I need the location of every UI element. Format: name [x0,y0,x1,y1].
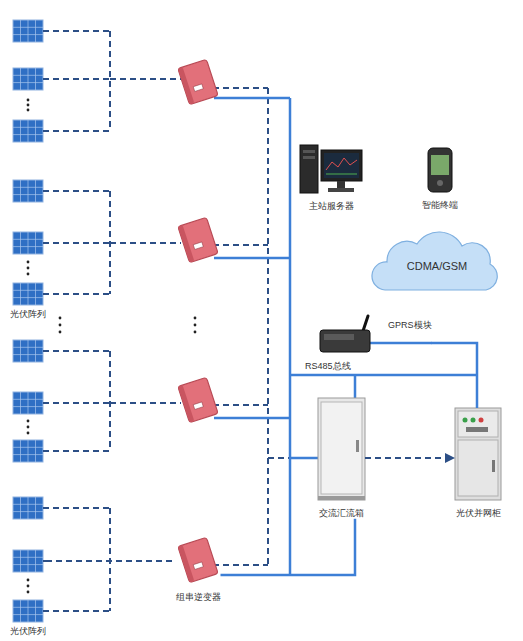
node-label: 组串逆变器 [176,592,221,603]
gprs-icon [320,316,370,352]
bus-label-text: RS485总线 [304,361,352,372]
ellipsis-dots [27,99,197,594]
cabinet-icon [455,408,501,500]
cloud-node: CDMA/GSM [372,236,502,298]
wire-connector [365,457,454,459]
node-label: 交流汇流箱 [319,508,364,519]
inverter-icons [178,59,218,582]
node-label: 主站服务器 [309,201,354,212]
gprs-node: GPRS模块 [320,316,432,352]
server-node: 主站服务器 [300,143,362,212]
node-label: 智能终端 [422,200,458,211]
server-icon [300,145,362,193]
pv-array-node: 光伏阵列 [10,180,46,320]
wire-connector [221,519,356,575]
node-label: 光伏阵列 [10,626,46,637]
cabinet-node: 光伏并网柜 [455,408,501,519]
terminal-node: 智能终端 [422,148,458,211]
wire-connector [46,560,176,562]
node-label: 光伏阵列 [10,309,46,320]
pv-panels [13,20,43,622]
pv-array-node: 光伏阵列 [10,497,46,637]
node-label: 光伏并网柜 [456,508,501,519]
combiner-icon [318,398,365,500]
ac-wires [214,98,477,575]
inverter-node: 组串逆变器 [176,538,221,603]
comm-wires [213,88,290,565]
terminal-icon [428,148,452,192]
node-label: CDMA/GSM [407,260,468,273]
bus-label: RS485总线 [304,361,352,372]
dc-wires [43,31,181,611]
cloud-shape [372,232,497,290]
node-label: GPRS模块 [388,320,432,331]
wire-connector [432,343,477,408]
combiner-node: 交流汇流箱 [318,398,365,519]
